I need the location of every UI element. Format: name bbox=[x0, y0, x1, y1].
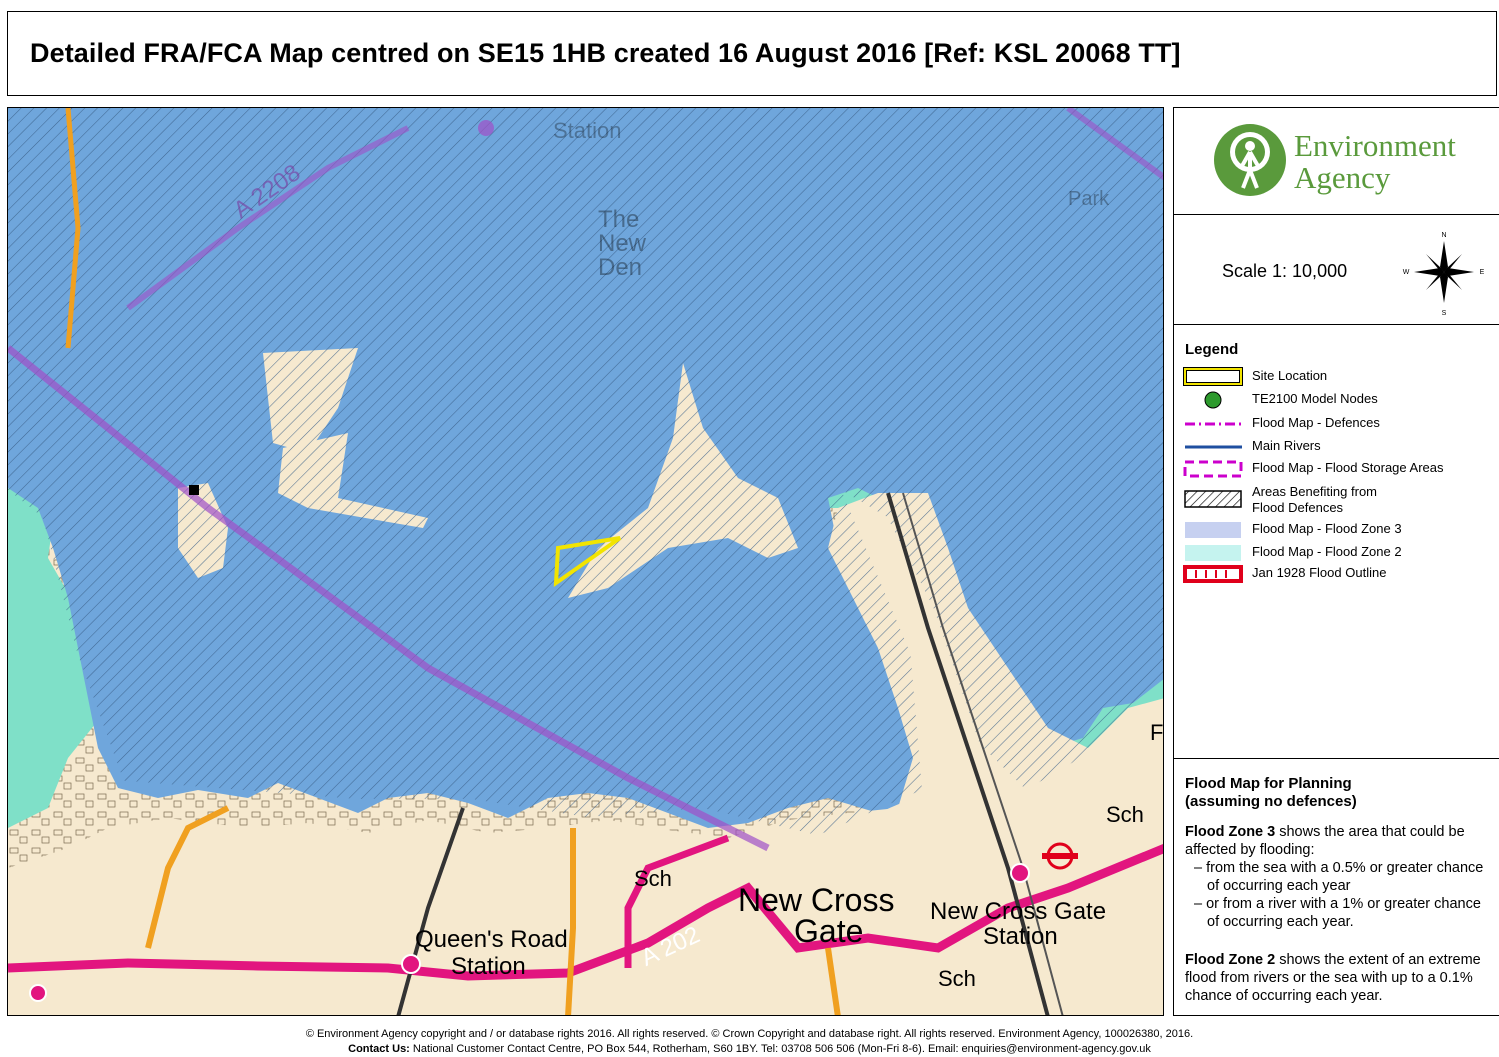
legend-label: TE2100 Model Nodes bbox=[1252, 391, 1378, 406]
defences-symbol bbox=[1185, 422, 1242, 426]
west-station-marker bbox=[29, 984, 47, 1002]
road-b-east bbox=[825, 947, 841, 1015]
label-sch-2: Sch bbox=[1106, 802, 1144, 827]
map-title: Detailed FRA/FCA Map centred on SE15 1HB… bbox=[30, 38, 1181, 68]
info-title: Flood Map for Planning (assuming no defe… bbox=[1185, 775, 1357, 810]
label-park: Park bbox=[1068, 188, 1110, 210]
purple-route-ne bbox=[1066, 108, 1163, 181]
model-node-symbol bbox=[1204, 391, 1222, 409]
legend-label: Jan 1928 Flood Outline bbox=[1252, 565, 1387, 580]
label-the-new-den: The New Den bbox=[598, 206, 647, 281]
legend-item-rivers: Main Rivers bbox=[1182, 437, 1492, 457]
legend-item-defences: Flood Map - Defences bbox=[1182, 414, 1492, 434]
railway-line bbox=[886, 492, 1050, 1015]
compass-n: N bbox=[1441, 232, 1446, 239]
legend-item-nodes: TE2100 Model Nodes bbox=[1182, 390, 1492, 410]
purple-route bbox=[8, 345, 770, 852]
legend-label: Flood Map - Flood Zone 2 bbox=[1252, 544, 1402, 559]
compass-w: W bbox=[1403, 269, 1410, 276]
compass-rose-icon: N E S W bbox=[1403, 232, 1485, 317]
road-a202-link bbox=[624, 834, 730, 968]
zone3-bullets: – from the sea with a 0.5% or greater ch… bbox=[1185, 859, 1497, 931]
legend-item-zone2: Flood Map - Flood Zone 2 bbox=[1182, 543, 1492, 563]
footer-contact-text: National Customer Contact Centre, PO Box… bbox=[409, 1043, 1151, 1055]
label-new-cross-gate: New Cross Gate bbox=[930, 898, 1107, 925]
main-river-symbol bbox=[1185, 445, 1242, 449]
flood-map[interactable]: Queen's Road Station New Cross Gate New … bbox=[7, 107, 1164, 1016]
logo-section: Environment Agency bbox=[1174, 108, 1499, 215]
title-panel: Detailed FRA/FCA Map centred on SE15 1HB… bbox=[7, 11, 1497, 96]
flood-1928-symbol bbox=[1183, 565, 1243, 583]
site-location bbox=[553, 536, 622, 588]
zone2-lead: Flood Zone 2 bbox=[1185, 952, 1276, 968]
tree-person-icon bbox=[1214, 124, 1286, 196]
flood-zone-2-symbol bbox=[1185, 545, 1241, 561]
legend-label: Main Rivers bbox=[1252, 438, 1321, 453]
footer-copyright: © Environment Agency copyright and / or … bbox=[305, 1028, 1194, 1040]
railway-line-2 bbox=[902, 492, 1064, 1015]
purple-route-north bbox=[126, 125, 410, 311]
zone3-bullet: – or from a river with a 1% or greater c… bbox=[1194, 896, 1481, 930]
legend-item-zone3: Flood Map - Flood Zone 3 bbox=[1182, 520, 1492, 540]
footer-contact: Contact Us: National Customer Contact Ce… bbox=[0, 1043, 1499, 1055]
legend-item-site: Site Location bbox=[1182, 367, 1492, 387]
map-canvas bbox=[8, 108, 1163, 1015]
zone2-text: shows the extent of an extreme flood fro… bbox=[1185, 952, 1481, 1004]
site-location-symbol bbox=[1183, 367, 1243, 386]
label-queens-road: Queen's Road bbox=[415, 926, 568, 953]
queens-road-station-marker bbox=[401, 954, 421, 974]
north-marker bbox=[478, 120, 494, 136]
legend-label: Flood Map - Flood Zone 3 bbox=[1252, 521, 1402, 536]
legend-label: Site Location bbox=[1252, 368, 1328, 383]
flood-storage-symbol bbox=[1183, 460, 1243, 478]
legend-label: Areas Benefiting from Flood Defences bbox=[1252, 484, 1378, 515]
defence-benefit-symbol bbox=[1184, 490, 1242, 508]
label-new-cross: New Cross bbox=[738, 882, 895, 918]
black-marker bbox=[189, 485, 199, 495]
legend-item-storage: Flood Map - Flood Storage Areas bbox=[1182, 459, 1492, 479]
brand-line-2: Agency bbox=[1294, 160, 1391, 195]
label-sch-1: Sch bbox=[634, 866, 672, 891]
compass-e: E bbox=[1480, 269, 1485, 276]
label-station-1: Station bbox=[451, 953, 526, 980]
scale-text: Scale 1: 10,000 bbox=[1222, 261, 1348, 281]
legend-item-benefit: Areas Benefiting from Flood Defences bbox=[1182, 483, 1492, 517]
underground-roundel-icon bbox=[1042, 842, 1078, 870]
zone3-bullet: – from the sea with a 0.5% or greater ch… bbox=[1194, 860, 1484, 894]
zone3-text: shows the area that could be affected by… bbox=[1185, 824, 1465, 858]
zone3-lead: Flood Zone 3 bbox=[1185, 824, 1276, 840]
railway-queens-road bbox=[396, 807, 465, 1015]
legend-section: Legend Site Location TE2100 Model Nodes … bbox=[1174, 325, 1499, 759]
scale-section: Scale 1: 10,000 N E S W bbox=[1174, 215, 1499, 325]
flood-zone-3-symbol bbox=[1185, 522, 1241, 538]
legend-label: Flood Map - Defences bbox=[1252, 415, 1380, 430]
road-b-west bbox=[145, 805, 230, 949]
legend-title: Legend bbox=[1185, 341, 1239, 358]
label-sch-3: Sch bbox=[938, 966, 976, 991]
label-station-2: Station bbox=[983, 923, 1058, 950]
footer-contact-label: Contact Us: bbox=[348, 1043, 410, 1055]
zone3-description: Flood Zone 3 shows the area that could b… bbox=[1185, 823, 1497, 931]
road-b-north bbox=[65, 108, 81, 349]
legend-label: Flood Map - Flood Storage Areas bbox=[1252, 460, 1444, 475]
legend-item-1928: Jan 1928 Flood Outline bbox=[1182, 564, 1492, 584]
label-gate: Gate bbox=[794, 913, 864, 949]
road-a202 bbox=[8, 843, 1163, 981]
brand-name: Environment Agency bbox=[1294, 130, 1456, 194]
label-f: F bbox=[1150, 720, 1164, 745]
road-b-south bbox=[565, 828, 576, 1015]
info-section: Flood Map for Planning (assuming no defe… bbox=[1174, 759, 1499, 1017]
compass-s: S bbox=[1442, 310, 1447, 317]
brand-line-1: Environment bbox=[1294, 128, 1456, 163]
side-panel: Environment Agency Scale 1: 10,000 N E S… bbox=[1173, 107, 1499, 1016]
new-cross-gate-station-marker bbox=[1010, 863, 1030, 883]
label-station-top: Station bbox=[553, 118, 622, 143]
zone2-description: Flood Zone 2 shows the extent of an extr… bbox=[1185, 951, 1499, 1005]
